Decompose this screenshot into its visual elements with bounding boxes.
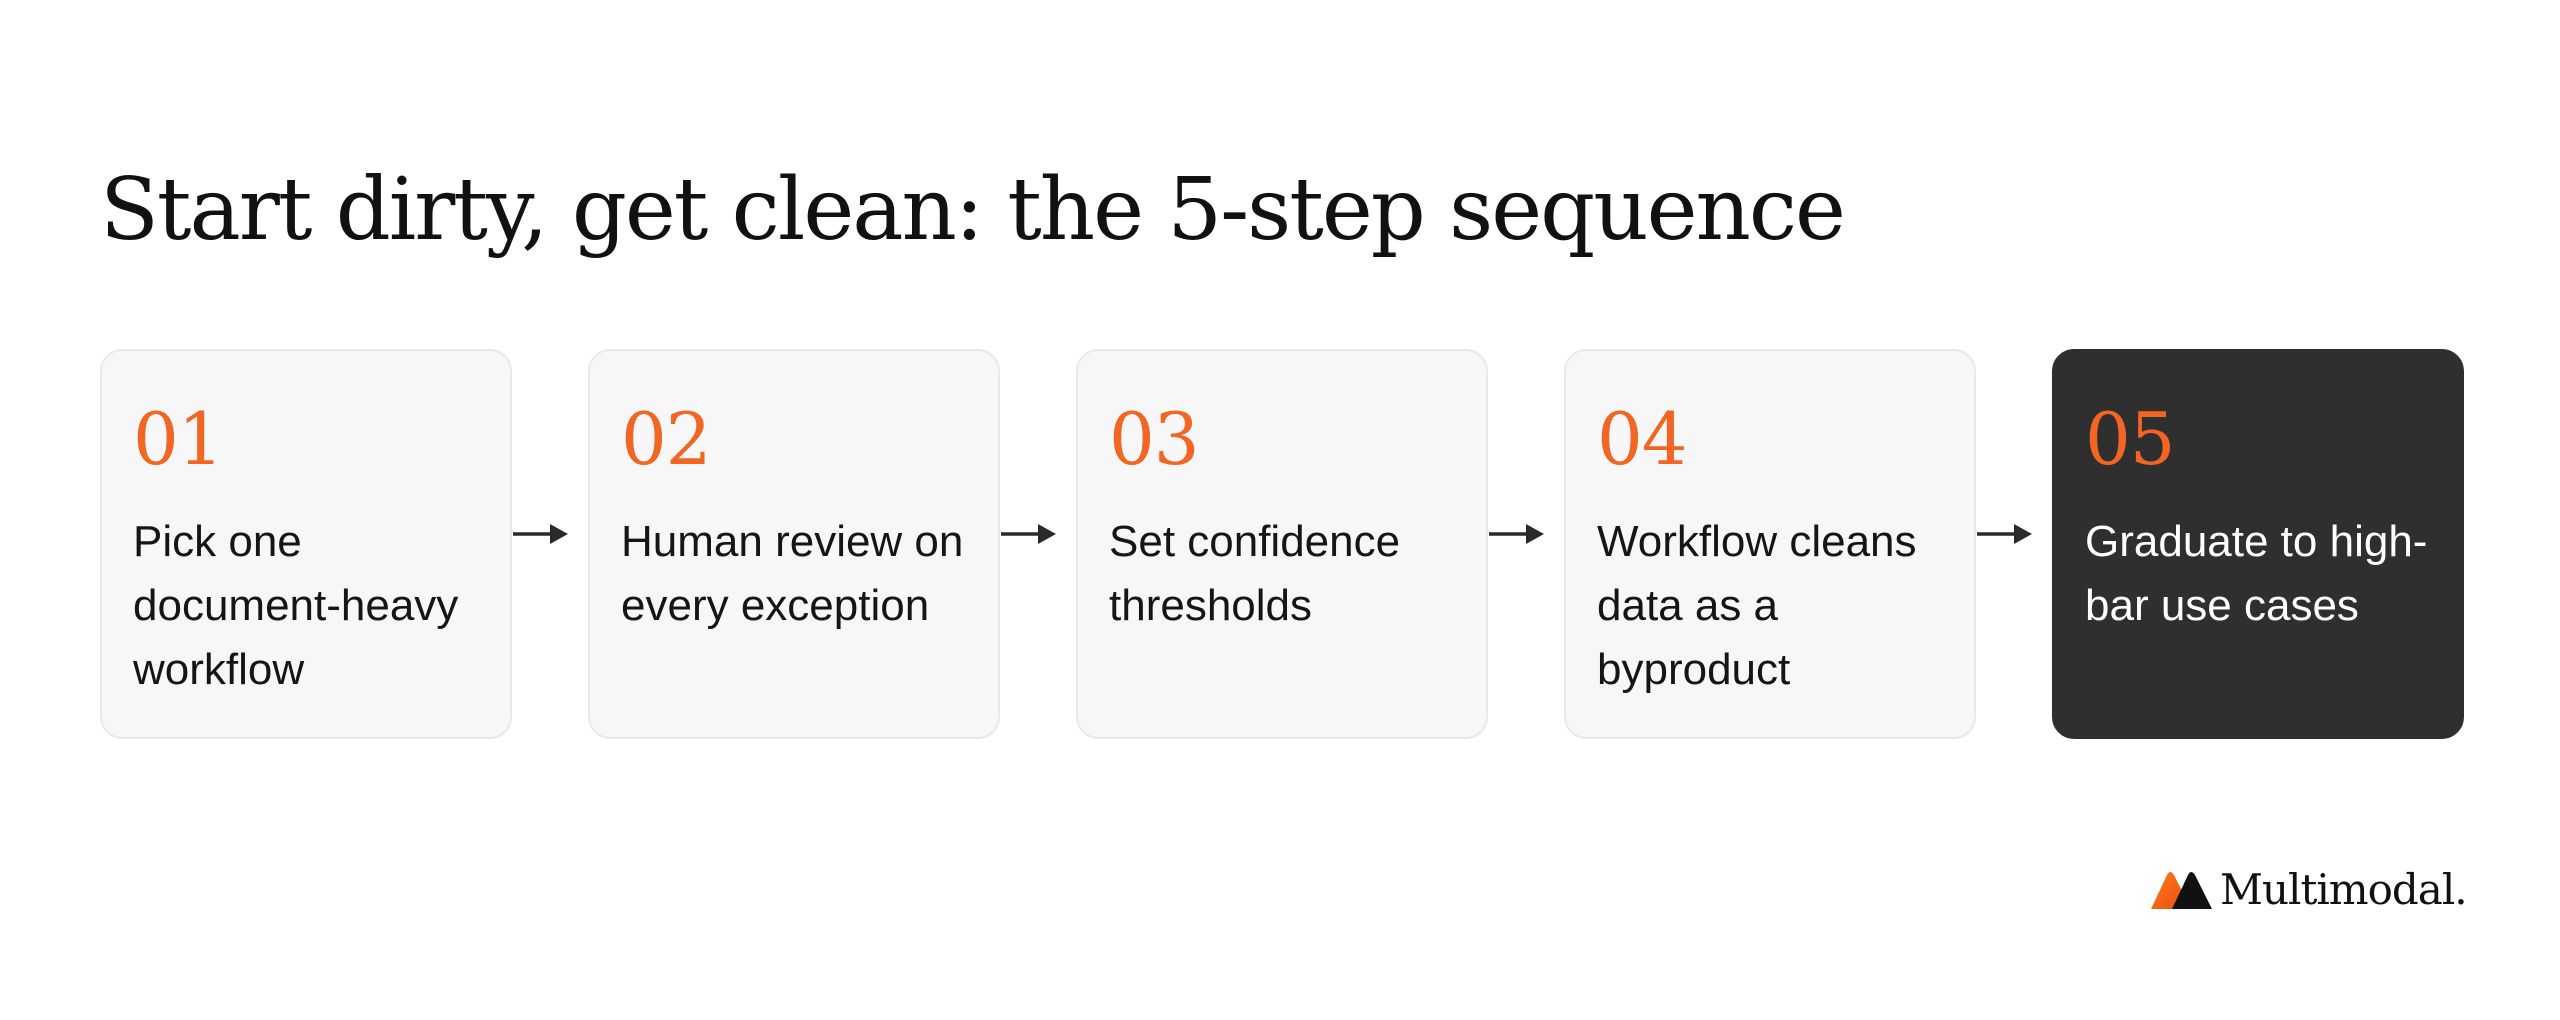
step-card-01: 01 Pick one document-heavy workflow: [100, 349, 512, 739]
arrow-right-icon: [512, 520, 570, 548]
brand-logo: Multimodal.: [2148, 864, 2468, 916]
step-card-04: 04 Workflow cleans data as a byproduct: [1564, 349, 1976, 739]
arrow-right-icon: [1976, 520, 2034, 548]
step-label: Graduate to high-bar use cases: [2085, 517, 2428, 630]
step-label: Pick one document-heavy workflow: [133, 517, 459, 694]
step-number: 05: [2085, 397, 2176, 481]
step-label: Workflow cleans data as a byproduct: [1597, 517, 1917, 694]
brand-name: Multimodal.: [2220, 865, 2468, 914]
step-sequence: 01 Pick one document-heavy workflow 02 H…: [100, 349, 2464, 741]
page-title: Start dirty, get clean: the 5-step seque…: [100, 159, 1846, 260]
step-number: 02: [621, 397, 712, 481]
step-card-03: 03 Set confidence thresholds: [1076, 349, 1488, 739]
multimodal-logo-icon: [2151, 872, 2212, 909]
step-label: Human review on every exception: [621, 517, 964, 630]
step-label: Set confidence thresholds: [1109, 517, 1401, 630]
step-number: 04: [1597, 397, 1688, 481]
step-card-02: 02 Human review on every exception: [588, 349, 1000, 739]
step-card-05: 05 Graduate to high-bar use cases: [2052, 349, 2464, 739]
step-number: 01: [133, 397, 224, 481]
arrow-right-icon: [1488, 520, 1546, 548]
step-number: 03: [1109, 397, 1200, 481]
arrow-right-icon: [1000, 520, 1058, 548]
